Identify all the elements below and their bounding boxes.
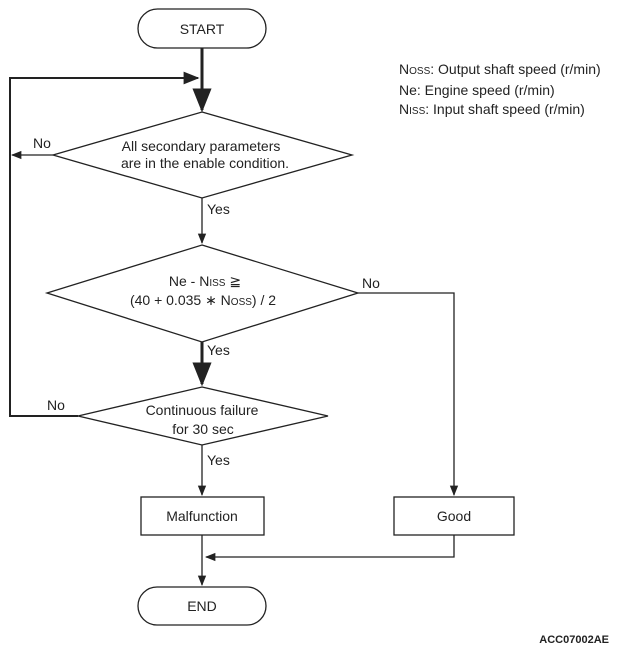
legend-ne-symbol: Ne — [399, 82, 417, 98]
legend-oss-subscript: OSS — [409, 66, 431, 77]
legend-iss-symbol: N — [399, 101, 410, 117]
decision3-line2: for 30 sec — [172, 421, 233, 437]
decision2-line2: (40 + 0.035 ∗ NOSS) / 2 — [130, 292, 276, 308]
malfunction-label: Malfunction — [166, 508, 238, 524]
decision2-line1-op: ≧ — [225, 273, 241, 289]
legend: NOSS: Output shaft speed (r/min) Ne: Eng… — [399, 60, 601, 121]
good-label: Good — [437, 508, 471, 524]
decision3-line1: Continuous failure — [146, 402, 259, 418]
decision2-no-label: No — [362, 275, 380, 291]
good-box: Good — [393, 496, 515, 536]
decision2-line1-sub: ISS — [209, 278, 225, 289]
figure-id: ACC07002AE — [539, 634, 609, 646]
connector-decision2-no — [358, 292, 459, 497]
decision2-line2-sub: OSS — [231, 297, 252, 308]
decision2-line1: Ne - NISS ≧ — [169, 273, 241, 289]
legend-oss: NOSS: Output shaft speed (r/min) — [399, 60, 601, 81]
decision-enable-condition: All secondary parameters are in the enab… — [50, 111, 355, 199]
legend-oss-description: : Output shaft speed (r/min) — [430, 61, 601, 77]
start-terminal: START — [137, 8, 267, 49]
connector-loop-back — [9, 71, 200, 417]
decision-continuous-failure: Continuous failure for 30 sec — [77, 386, 329, 446]
legend-ne: Ne: Engine speed (r/min) — [399, 81, 601, 100]
decision1-yes-label: Yes — [207, 201, 230, 217]
start-label: START — [180, 21, 225, 37]
legend-oss-symbol: N — [399, 61, 410, 77]
end-label: END — [187, 598, 217, 614]
legend-iss-subscript: ISS — [409, 106, 426, 117]
legend-ne-description: : Engine speed (r/min) — [416, 82, 555, 98]
legend-iss-description: : Input shaft speed (r/min) — [425, 101, 585, 117]
decision2-yes-label: Yes — [207, 342, 230, 358]
decision1-line2: are in the enable condition. — [121, 155, 289, 171]
legend-iss: NISS: Input shaft speed (r/min) — [399, 100, 601, 121]
decision2-line1-main: Ne - N — [169, 273, 209, 289]
connector-good-to-merge — [204, 535, 455, 562]
decision3-no-label: No — [47, 397, 65, 413]
decision-speed-difference: Ne - NISS ≧ (40 + 0.035 ∗ NOSS) / 2 — [44, 244, 361, 343]
decision2-line2-pre: (40 + 0.035 ∗ N — [130, 292, 231, 308]
decision3-yes-label: Yes — [207, 452, 230, 468]
end-terminal: END — [137, 586, 267, 626]
malfunction-box: Malfunction — [140, 496, 265, 536]
decision1-line1: All secondary parameters — [122, 138, 281, 154]
connectors — [9, 48, 459, 587]
decision1-no-label: No — [33, 135, 51, 151]
decision2-line2-post: ) / 2 — [252, 292, 276, 308]
